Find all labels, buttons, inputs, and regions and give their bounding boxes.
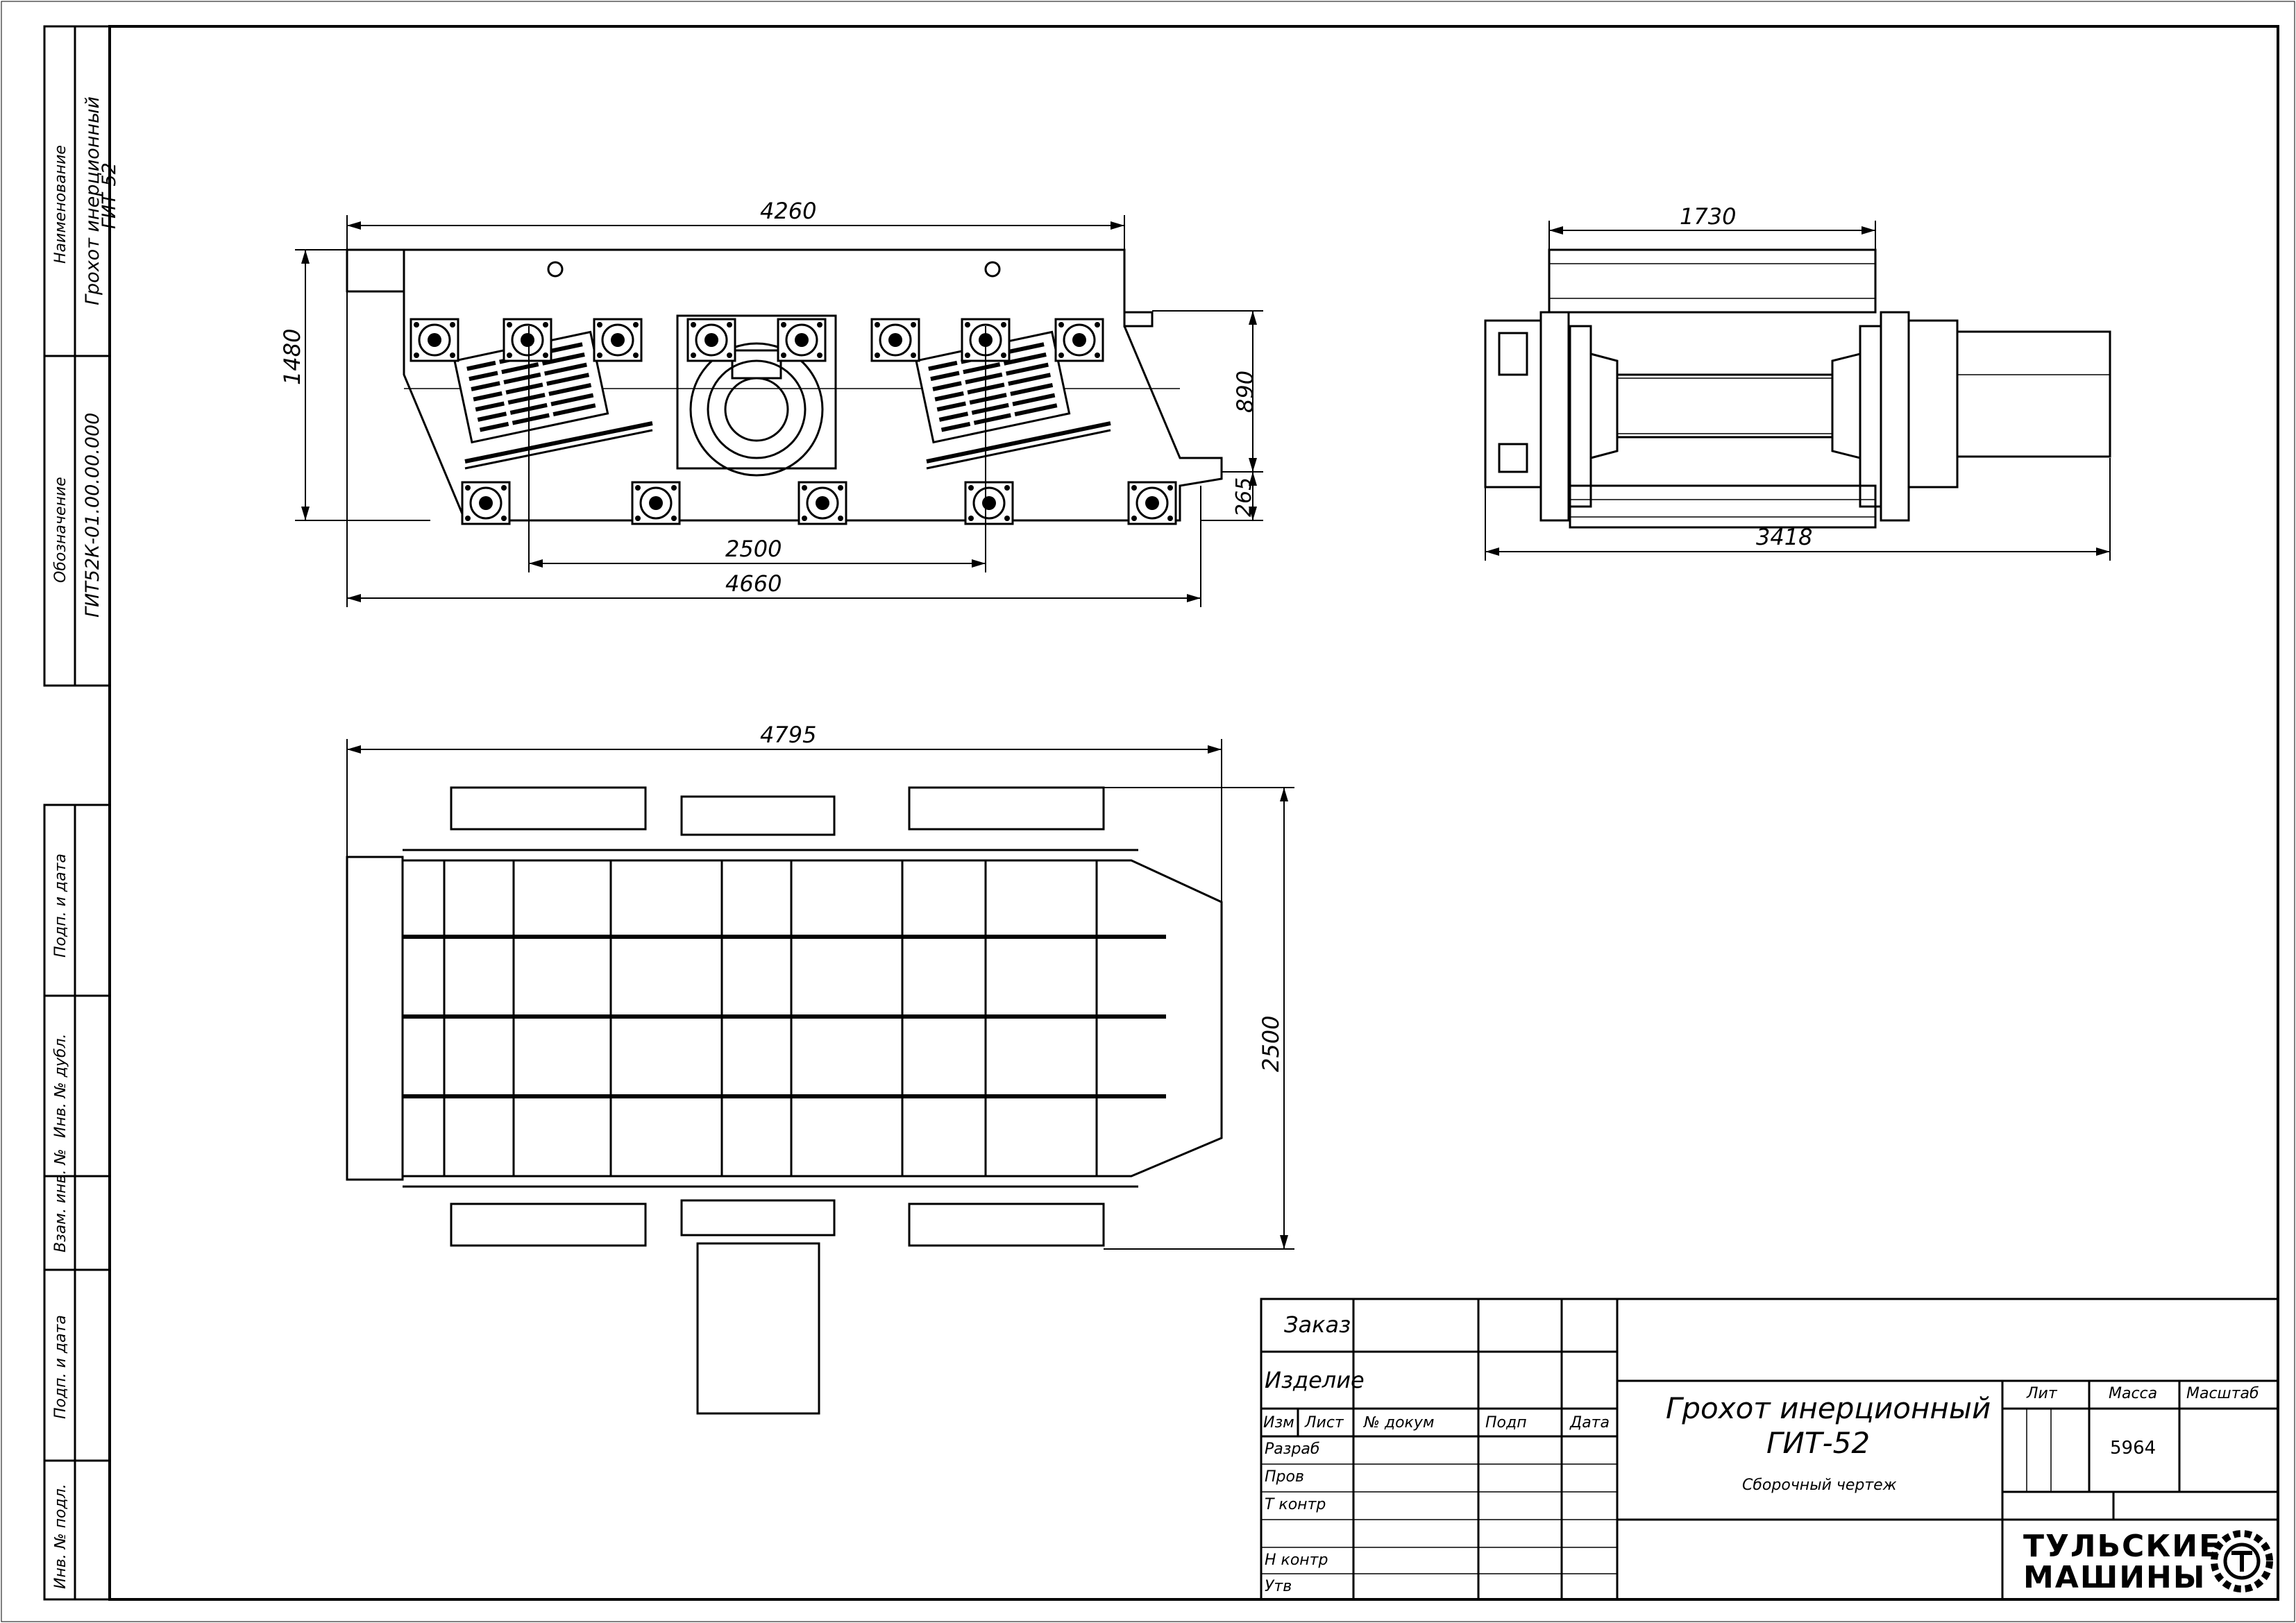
stamp-cell-3: Взам. инв. №	[52, 1148, 69, 1252]
stamp-name-value-2: ГИТ-52	[99, 162, 120, 229]
stamp-cell-2: Инв. № дубл.	[52, 1033, 69, 1138]
dim-side-right-height: 890	[1232, 370, 1258, 413]
company-name-line-2: МАШИНЫ	[2023, 1560, 2206, 1595]
side-stamp	[43, 25, 111, 1601]
mass-label: Масса	[2109, 1385, 2158, 1402]
drawing-title-line-1: Грохот инерционный	[1666, 1391, 1991, 1425]
dim-plan-width: 2500	[1258, 1015, 1284, 1072]
drawing-title-line-2: ГИТ-52	[1766, 1426, 1871, 1460]
dim-end-total-width: 3418	[1756, 524, 1813, 550]
row-label-nkontr: Н контр	[1265, 1552, 1328, 1569]
end-view	[1484, 248, 2111, 529]
row-label-tkontr: Т контр	[1265, 1496, 1326, 1513]
dim-side-height: 1480	[279, 328, 305, 385]
col-header-dokum: № докум	[1364, 1414, 1435, 1431]
order-label: Заказ	[1284, 1311, 1351, 1338]
stamp-cell-4: Подп. и дата	[52, 1315, 69, 1419]
dim-side-right-small: 265	[1232, 477, 1256, 517]
col-header-list: Лист	[1305, 1414, 1344, 1431]
col-header-data: Дата	[1570, 1414, 1610, 1431]
lit-label: Лит	[2027, 1385, 2057, 1402]
row-label-prov: Пров	[1265, 1468, 1304, 1486]
scale-label: Масштаб	[2186, 1385, 2259, 1402]
drawing-frame	[108, 25, 2279, 1601]
stamp-designation-value: ГИТ52К-01.00.00.000	[82, 412, 103, 618]
dim-plan-length: 4795	[760, 722, 817, 748]
mass-value: 5964	[2110, 1438, 2156, 1459]
company-logo-icon	[2211, 1530, 2273, 1592]
stamp-cell-1: Подп. и дата	[52, 853, 69, 958]
plan-view	[346, 786, 1223, 1415]
dim-end-top-width: 1730	[1680, 203, 1737, 230]
title-block	[1260, 1298, 2279, 1601]
col-header-izm: Изм	[1263, 1414, 1294, 1431]
dim-side-total-length: 4660	[725, 570, 782, 597]
row-label-razrab: Разраб	[1265, 1441, 1320, 1458]
stamp-name-label: Наименование	[52, 145, 69, 264]
doc-type: Сборочный чертеж	[1742, 1477, 1897, 1494]
col-header-podp: Подп	[1485, 1414, 1527, 1431]
product-label: Изделие	[1265, 1367, 1365, 1393]
stamp-cell-5: Инв. № подл.	[52, 1484, 69, 1589]
stamp-designation-label: Обозначение	[52, 477, 69, 583]
dim-side-axis-distance: 2500	[725, 536, 782, 562]
end-view-dimensions	[1485, 221, 2111, 561]
plan-view-dimensions	[346, 739, 1294, 1250]
row-label-utv: Утв	[1265, 1578, 1292, 1595]
side-view-dimensions	[295, 215, 1263, 607]
company-name-line-1: ТУЛЬСКИЕ	[2023, 1529, 2222, 1564]
dim-side-top-length: 4260	[760, 198, 817, 224]
side-view	[346, 248, 1223, 522]
